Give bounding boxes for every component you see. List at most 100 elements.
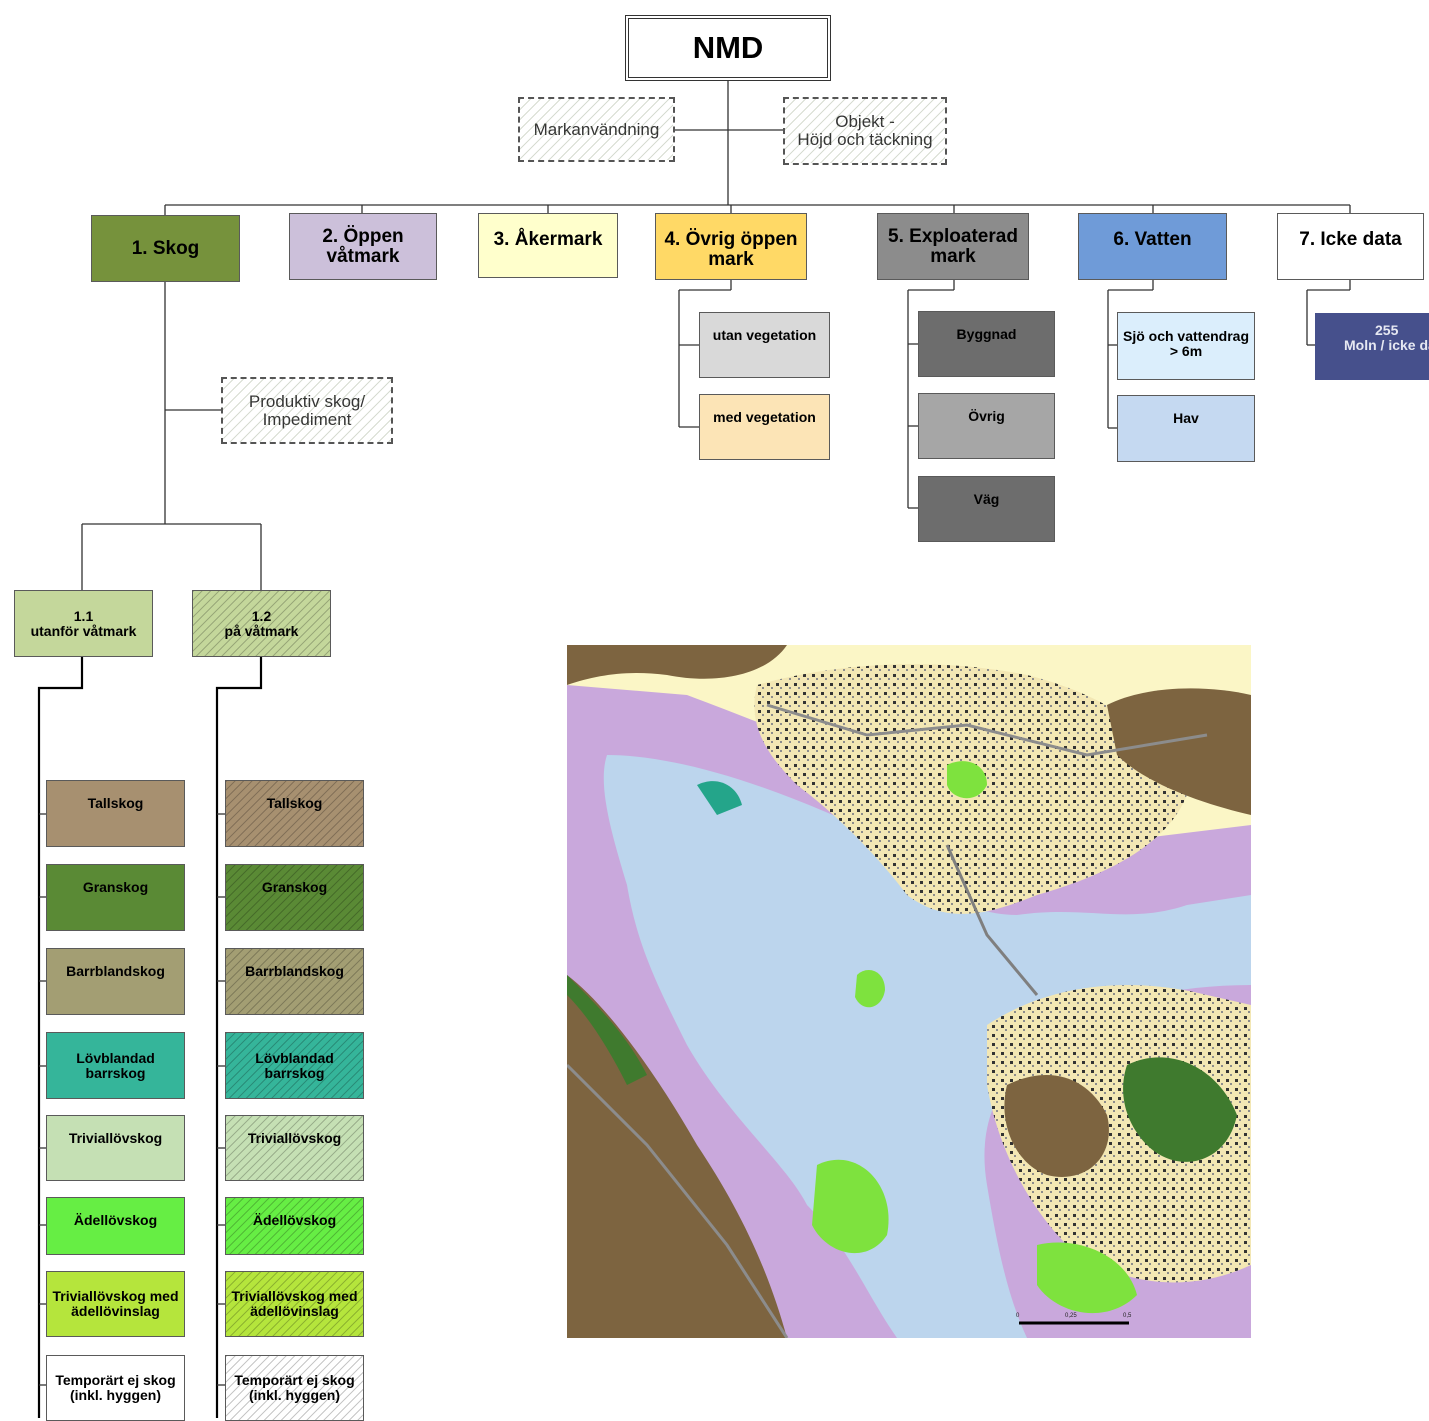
pa-forest-type: Granskog — [225, 864, 364, 931]
map-image: 0 0,25 0,5 — [567, 645, 1251, 1338]
forest-type-label-line1: Tallskog — [87, 795, 144, 811]
vatten-sub-0-line2: > 6m — [1169, 342, 1203, 359]
forest-type-label-line1: Ädellövskog — [73, 1212, 158, 1228]
utanfor-forest-type: Temporärt ej skog(inkl. hyggen) — [46, 1355, 185, 1421]
forest-type-label-line1: Barrblandskog — [245, 963, 344, 979]
exploaterad-sub-0: Byggnad — [918, 311, 1055, 377]
category-akermark-label: 3. Åkermark — [493, 229, 603, 250]
vatten-sub-1-label: Hav — [1173, 410, 1199, 426]
deciduous-southeast — [1037, 1242, 1137, 1314]
skog-group-1-line1: 1.2 — [251, 607, 272, 624]
forest-type-label-line2: barrskog — [85, 1064, 146, 1081]
icke-data-sub-line2: Moln / icke data — [1344, 336, 1429, 353]
forest-northeast — [1107, 688, 1251, 815]
skog-group-0-line1: 1.1 — [73, 607, 94, 624]
utanfor-forest-type: Triviallövskog — [46, 1115, 185, 1181]
ovrig-oppen-sub-0-label: utan vegetation — [712, 327, 817, 343]
objekt-label-line1: Objekt - — [835, 112, 895, 132]
exploaterad-sub-2: Väg — [918, 476, 1055, 542]
forest-type-label-line2: ädellövinslag — [250, 1303, 339, 1319]
forest-type-label-line1: Temporärt ej skog — [234, 1372, 355, 1389]
pa-forest-type: Ädellövskog — [225, 1197, 364, 1255]
scalebar-label-2: 0,5 — [1123, 1313, 1132, 1319]
vatten-sub-0-line1: Sjö och vattendrag — [1122, 328, 1250, 344]
mixed-patch — [697, 781, 742, 815]
vatten-sub-0: Sjö och vattendrag > 6m — [1117, 312, 1255, 380]
category-oppen-vatmark: 2. Öppen våtmark — [289, 213, 437, 280]
road-bridge — [945, 844, 1039, 996]
forest-east-1 — [1004, 1075, 1109, 1177]
scalebar-label-0: 0 — [1016, 1313, 1020, 1319]
ovrig-oppen-sub-0: utan vegetation — [699, 312, 830, 378]
deciduous-south — [812, 1159, 889, 1254]
forest-type-label-line1: Lövblandad — [76, 1049, 155, 1066]
icke-data-sub-line1: 255 — [1375, 322, 1399, 338]
markanvandning-box: Markanvändning — [518, 97, 675, 162]
produktiv-label-line1: Produktiv skog/ — [248, 391, 366, 411]
exploaterad-sub-1-label: Övrig — [968, 408, 1005, 424]
skog-group-pa-vatmark: 1.2 på våtmark — [192, 590, 331, 657]
exploaterad-sub-1: Övrig — [918, 393, 1055, 459]
skog-group-0-line2: utanför våtmark — [30, 622, 137, 639]
forest-north — [567, 645, 787, 685]
forest-type-label-line2: (inkl. hyggen) — [249, 1387, 340, 1403]
forest-type-label-line1: Triviallövskog med — [52, 1288, 179, 1305]
category-akermark: 3. Åkermark — [478, 213, 618, 278]
markanvandning-label: Markanvändning — [533, 119, 660, 139]
skog-group-utanfor-vatmark: 1.1 utanför våtmark — [14, 590, 153, 657]
category-ovrig-oppen: 4. Övrig öppen mark — [655, 213, 807, 280]
road-southwest — [567, 1063, 789, 1338]
forest-type-label-line1: Triviallövskog med — [231, 1288, 358, 1305]
category-oppen-vatmark-line2: våtmark — [326, 245, 400, 267]
forest-type-label-line1: Barrblandskog — [66, 963, 165, 979]
deciduous-north — [947, 761, 987, 799]
category-oppen-vatmark-line1: 2. Öppen — [322, 225, 404, 247]
root-title: NMD — [692, 30, 764, 65]
category-ovrig-oppen-line2: mark — [708, 248, 754, 270]
category-vatten: 6. Vatten — [1078, 213, 1227, 280]
spruce-strip — [567, 975, 647, 1085]
category-icke-data: 7. Icke data — [1277, 213, 1424, 280]
road-north — [766, 703, 1208, 757]
ovrig-oppen-sub-1-label: med vegetation — [713, 409, 816, 425]
land-cover-map: 0 0,25 0,5 — [567, 645, 1251, 1338]
water-area — [603, 755, 1251, 1338]
ovrig-oppen-sub-1: med vegetation — [699, 394, 830, 460]
pa-forest-type: Triviallövskog — [225, 1115, 364, 1181]
forest-type-label-line1: Granskog — [261, 879, 328, 895]
exploaterad-sub-2-label: Väg — [973, 491, 1000, 507]
category-skog-label: 1. Skog — [131, 237, 200, 259]
objekt-label-line2: Höjd och täckning — [797, 130, 933, 149]
urban-southeast — [987, 985, 1251, 1283]
category-exploaterad-line2: mark — [930, 245, 976, 267]
forest-type-label-line1: Ädellövskog — [252, 1212, 337, 1228]
forest-type-label-line1: Temporärt ej skog — [55, 1372, 176, 1389]
vatten-sub-1: Hav — [1117, 395, 1255, 462]
utanfor-forest-type: Tallskog — [46, 780, 185, 847]
produktiv-skog-box: Produktiv skog/ Impediment — [221, 377, 393, 444]
forest-type-label-line2: (inkl. hyggen) — [70, 1387, 161, 1403]
utanfor-forest-type: Ädellövskog — [46, 1197, 185, 1255]
scalebar-label-1: 0,25 — [1065, 1313, 1077, 1319]
category-icke-data-label: 7. Icke data — [1299, 229, 1402, 250]
forest-east-2 — [1123, 1057, 1237, 1162]
category-ovrig-oppen-line1: 4. Övrig öppen — [664, 229, 798, 250]
utanfor-forest-type: Granskog — [46, 864, 185, 931]
produktiv-label-line2: Impediment — [262, 409, 352, 429]
category-vatten-label: 6. Vatten — [1113, 229, 1192, 250]
objekt-box: Objekt - Höjd och täckning — [783, 97, 947, 165]
category-skog: 1. Skog — [91, 215, 240, 282]
forest-type-label-line1: Granskog — [82, 879, 149, 895]
pa-forest-type: Tallskog — [225, 780, 364, 847]
island — [855, 970, 885, 1008]
forest-type-label-line1: Triviallövskog — [247, 1130, 342, 1146]
forest-type-label-line1: Lövblandad — [255, 1049, 334, 1066]
forest-type-label-line2: barrskog — [264, 1064, 325, 1081]
pa-forest-type: Temporärt ej skog(inkl. hyggen) — [225, 1355, 364, 1421]
exploaterad-sub-0-label: Byggnad — [956, 326, 1017, 342]
